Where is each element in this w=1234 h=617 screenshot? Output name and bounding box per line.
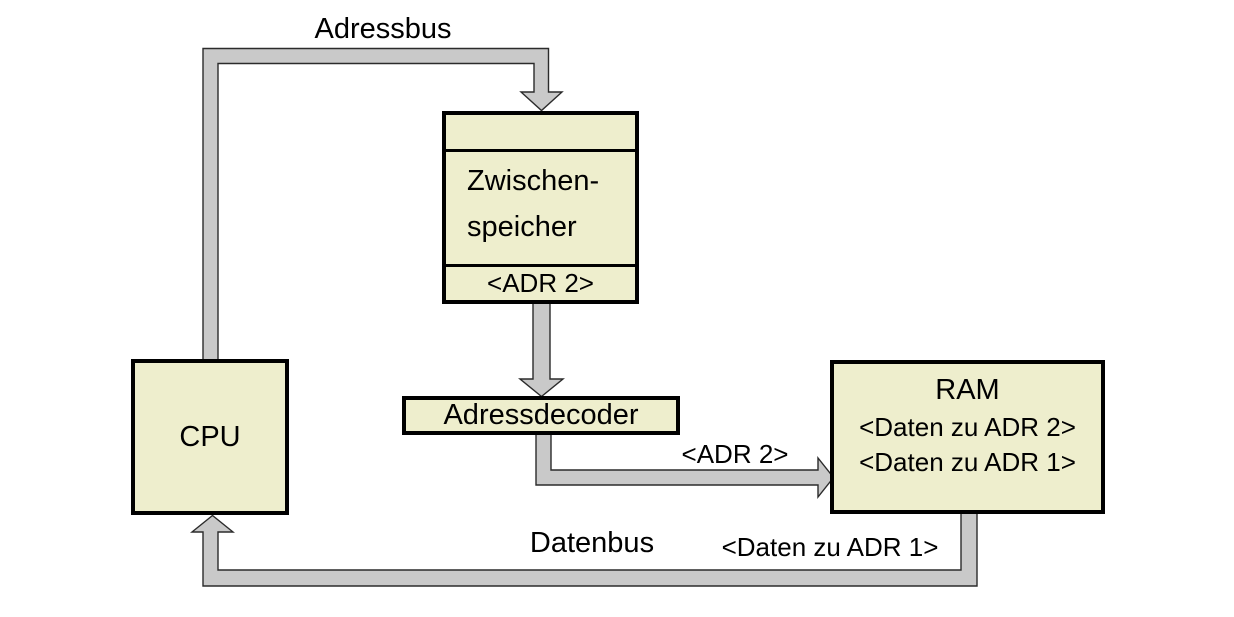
data-bus-pipe [190, 509, 978, 587]
data-bus-label: Datenbus [529, 527, 655, 559]
decoder-label: Adressdecoder [443, 399, 639, 431]
ram-node: RAM <Daten zu ADR 2> <Daten zu ADR 1> [830, 360, 1105, 514]
address-bus-label: Adressbus [314, 13, 452, 45]
buffer-to-decoder-arrow [518, 299, 565, 398]
buffer-empty-section [446, 115, 635, 152]
data-bus-annotation: <Daten zu ADR 1> [721, 532, 939, 562]
address-bus-pipe [202, 47, 564, 363]
buffer-slot-section: <ADR 2> [446, 264, 635, 300]
decoder-to-ram-arrow [535, 432, 835, 500]
cpu-node: CPU [131, 359, 289, 515]
ram-data-row: <Daten zu ADR 1> [859, 447, 1076, 477]
ram-data-row: <Daten zu ADR 2> [859, 412, 1076, 442]
buffer-name-line1: Zwischen- [467, 165, 600, 197]
buffer-name-line2: speicher [467, 211, 577, 243]
buffer-name: Zwischen- speicher [446, 152, 635, 264]
buffer-slot-value: <ADR 2> [487, 268, 594, 298]
ram-label: RAM [935, 374, 1000, 406]
buffer-node: Zwischen- speicher <ADR 2> [442, 111, 639, 304]
decoder-node: Adressdecoder [402, 396, 680, 435]
adr2-bus-annotation: <ADR 2> [681, 439, 789, 469]
cpu-label: CPU [179, 420, 241, 453]
